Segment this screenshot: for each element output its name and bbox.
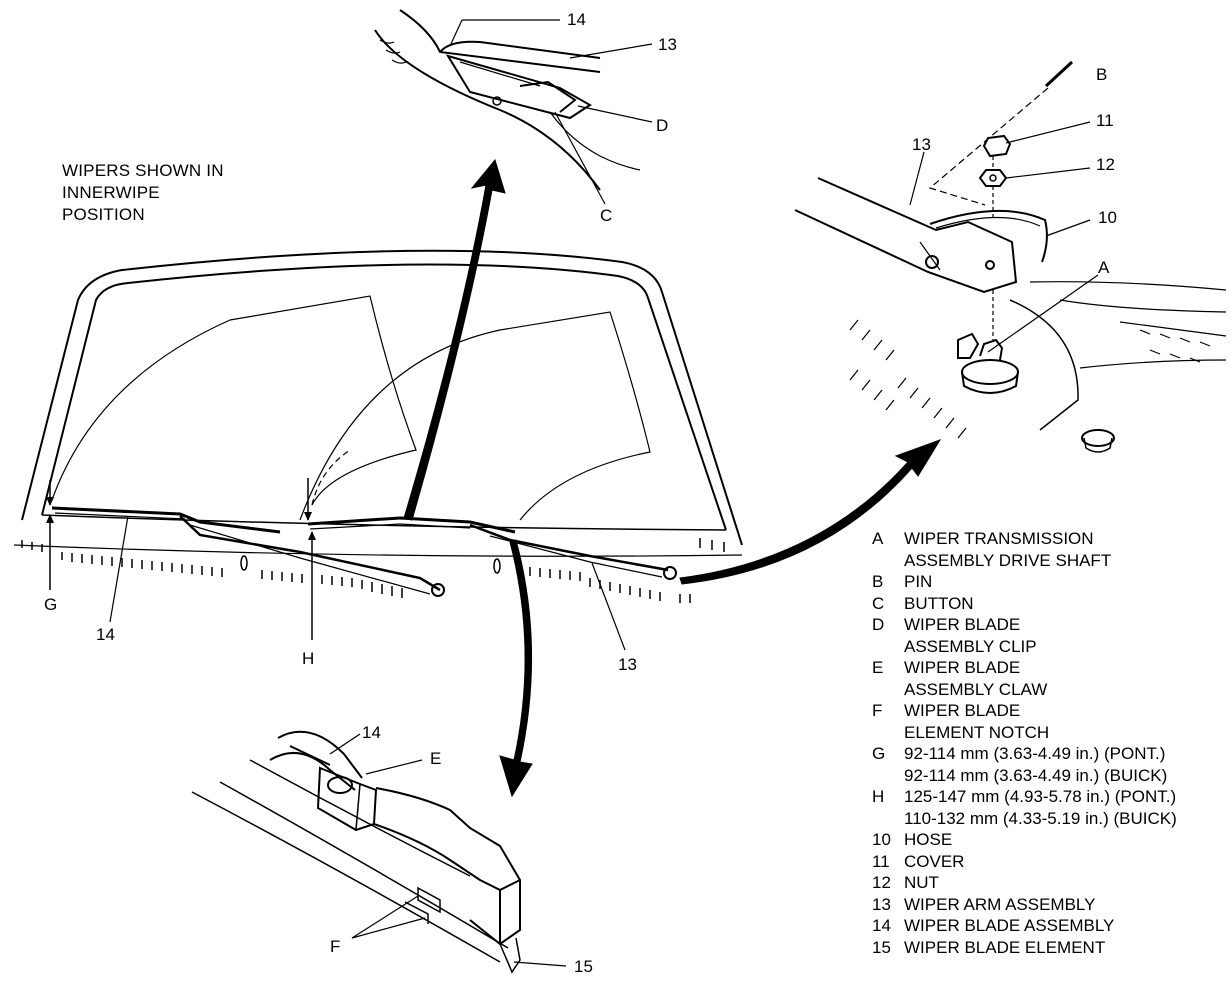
legend-key: 11: [872, 851, 890, 871]
callout-bottom-15: 15: [574, 957, 593, 976]
legend-item: G 92-114 mm (3.63-4.49 in.) (PONT.) 92-114…: [872, 743, 1228, 786]
legend-item: 11 COVER: [872, 851, 1228, 873]
legend-key: F: [872, 701, 883, 720]
callout-labels: 14 13 D C B 11 12 13 10 A G 14 H 13 14 E…: [44, 10, 1117, 976]
legend-item: C BUTTON: [872, 593, 1228, 615]
legend-item: H 125-147 mm (4.93-5.78 in.) (PONT.) 110-1…: [872, 786, 1228, 829]
legend-item: 15 WIPER BLADE ELEMENT: [872, 937, 1228, 959]
legend-text: ASSEMBLY DRIVE SHAFT: [904, 550, 1112, 570]
callout-right-B: B: [1096, 65, 1107, 84]
legend-key: D: [872, 615, 885, 634]
legend-text: WIPER BLADE ASSEMBLY: [904, 916, 1115, 935]
callout-bottom-14: 14: [362, 723, 381, 742]
callout-bottom-F: F: [330, 937, 340, 956]
caption-line: INNERWIPE: [62, 183, 160, 202]
detail-arm: [794, 177, 1018, 294]
legend-key: B: [872, 572, 884, 591]
legend-text: WIPER BLADE: [904, 658, 1021, 677]
legend-text: 125-147 mm (4.93-5.78 in.) (PONT.): [904, 787, 1177, 806]
legend-key: 14: [872, 916, 891, 935]
legend-text: WIPER BLADE: [904, 701, 1021, 720]
legend-text: BUTTON: [904, 593, 974, 613]
legend-text: WIPER TRANSMISSION: [904, 529, 1094, 548]
legend-item: 12 NUT: [872, 872, 1228, 894]
windshield-outer-frame: [21, 249, 743, 546]
bottom-claw-detail: [191, 730, 567, 974]
legend-key: A: [872, 529, 884, 548]
detail-hose: [929, 209, 1048, 263]
legend-text: WIPER BLADE ELEMENT: [904, 937, 1106, 957]
callout-bottom-E: E: [430, 749, 441, 768]
right-driveshaft-detail: [794, 60, 1227, 453]
callout-top-D: D: [656, 116, 668, 135]
legend-text: PIN: [904, 572, 933, 591]
left-wiper-arm: [179, 515, 441, 592]
legend-item: E WIPER BLADE ASSEMBLY CLAW: [872, 657, 1228, 700]
right-wiper-blade: [307, 516, 516, 534]
legend-item: 10 HOSE: [872, 829, 1228, 851]
callout-top-13: 13: [658, 35, 677, 54]
legend-text: ASSEMBLY CLIP: [904, 636, 1037, 656]
legend-text: 92-114 mm (3.63-4.49 in.) (PONT.): [904, 744, 1166, 763]
legend-key: 13: [872, 894, 891, 914]
caption-line: POSITION: [62, 205, 145, 224]
callout-right-13: 13: [912, 135, 931, 154]
callout-right-12: 12: [1096, 155, 1115, 174]
detail-arm-14: [269, 752, 356, 791]
legend-item: A WIPER TRANSMISSION ASSEMBLY DRIVE SHAFT: [872, 528, 1228, 571]
legend-key: 15: [872, 937, 891, 957]
view-caption: WIPERS SHOWN IN INNERWIPE POSITION: [62, 160, 224, 226]
detail-cover: [982, 134, 1012, 158]
callout-right-A: A: [1098, 258, 1110, 277]
legend-item: 13 WIPER ARM ASSEMBLY: [872, 894, 1228, 916]
callout-top-C: C: [600, 206, 612, 225]
legend-item: F WIPER BLADE ELEMENT NOTCH: [872, 700, 1228, 743]
legend-key: G: [872, 744, 886, 763]
legend-text: 92-114 mm (3.63-4.49 in.) (BUICK): [904, 765, 1168, 785]
detail-claw: [316, 766, 378, 832]
legend-text: WIPER ARM ASSEMBLY: [904, 894, 1096, 914]
legend-text: NUT: [904, 873, 939, 892]
legend-item: 14 WIPER BLADE ASSEMBLY: [872, 915, 1228, 937]
callout-main-G: G: [44, 595, 57, 614]
legend-text: ELEMENT NOTCH: [904, 722, 1050, 742]
legend-key: E: [872, 658, 884, 677]
callout-main-13: 13: [618, 655, 637, 674]
legend-key: C: [872, 593, 885, 613]
legend-text: ASSEMBLY CLAW: [904, 679, 1048, 699]
callout-right-10: 10: [1098, 208, 1117, 227]
legend-text: 110-132 mm (4.33-5.19 in.) (BUICK): [904, 808, 1177, 828]
legend-key: H: [872, 787, 885, 806]
callout-right-11: 11: [1096, 111, 1114, 130]
legend-text: WIPER BLADE: [904, 615, 1021, 634]
callout-main-H: H: [302, 649, 314, 668]
legend-text: COVER: [904, 851, 965, 871]
windshield-inner-edge: [41, 263, 727, 531]
wipe-pattern-left: [51, 295, 417, 506]
detail-nut: [978, 169, 1008, 187]
windshield-view: [13, 249, 743, 651]
legend-key: 10: [872, 830, 891, 849]
caption-line: WIPERS SHOWN IN: [62, 161, 224, 180]
wipe-pattern-right: [299, 311, 651, 521]
legend-text: HOSE: [904, 830, 953, 849]
legend-key: 12: [872, 873, 891, 892]
right-wiper-arm: [469, 523, 669, 572]
top-clip-detail: [374, 9, 653, 205]
callout-top-14: 14: [567, 10, 586, 29]
arrow-to-right-detail: [679, 439, 942, 585]
cowl-vents: [21, 538, 725, 603]
left-wiper-blade: [51, 506, 281, 534]
detail-arrows: [403, 158, 942, 798]
arrow-to-bottom-detail: [499, 539, 533, 798]
arrow-to-top-detail: [403, 158, 506, 521]
callout-main-14: 14: [96, 625, 115, 644]
legend-item: B PIN: [872, 571, 1228, 593]
legend-item: D WIPER BLADE ASSEMBLY CLIP: [872, 614, 1228, 657]
